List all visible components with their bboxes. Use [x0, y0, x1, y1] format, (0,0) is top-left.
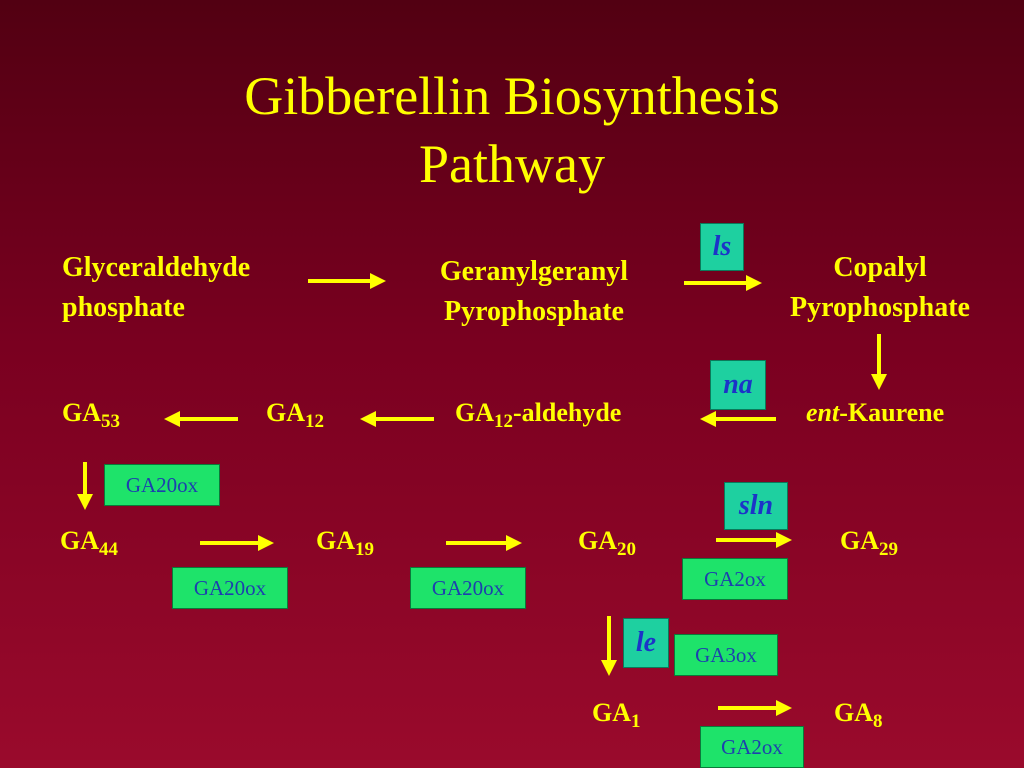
enzyme-ga2ox-ga1: GA2ox	[700, 726, 804, 768]
arrow-ggpp-to-cpp	[684, 275, 762, 291]
arrow-ga20-to-ga1	[601, 616, 617, 676]
ga-base: GA	[62, 398, 101, 427]
ga-subscript: 19	[355, 539, 374, 560]
arrow-ga1-to-ga8	[718, 700, 792, 716]
node-ga12: GA12	[266, 394, 324, 441]
node-line: Geranylgeranyl	[439, 256, 629, 287]
arrow-ga12-aldehyde-to-ga12	[360, 411, 434, 427]
arrow-ga53-to-ga44	[77, 462, 93, 510]
node-line: Pyrophosphate	[790, 292, 970, 323]
ent-prefix: ent	[806, 398, 840, 427]
arrow-ent-kaurene-to-ga12-aldehyde	[700, 411, 776, 427]
enzyme-ga2ox-ga20: GA2ox	[682, 558, 788, 600]
ga-subscript: 12	[305, 411, 324, 432]
mutant-le: le	[623, 618, 669, 668]
ga-subscript: 44	[99, 539, 118, 560]
enzyme-ga20ox-ga53: GA20ox	[104, 464, 220, 506]
slide-title: Gibberellin Biosynthesis Pathway	[0, 62, 1024, 198]
arrow-ga20-to-ga29	[716, 532, 792, 548]
title-line-2: Pathway	[419, 134, 605, 194]
ga-subscript: 20	[617, 539, 636, 560]
ga-subscript: 29	[879, 539, 898, 560]
node-ga19: GA19	[316, 522, 374, 569]
enzyme-ga20ox-ga19: GA20ox	[410, 567, 526, 609]
aldehyde-suffix: -aldehyde	[513, 398, 622, 427]
ga-subscript: 53	[101, 411, 120, 432]
node-geranylgeranyl-pyrophosphate: Geranylgeranyl Pyrophosphate	[410, 256, 658, 328]
node-glyceraldehyde-phosphate: Glyceraldehyde phosphate	[62, 252, 250, 324]
arrow-ga44-to-ga19	[200, 535, 274, 551]
ga-subscript: 1	[631, 711, 641, 732]
ga-base: GA	[592, 698, 631, 727]
node-ent-kaurene: ent-Kaurene	[806, 394, 944, 432]
mutant-sln: sln	[724, 482, 788, 530]
mutant-ls: ls	[700, 223, 744, 271]
node-ga20: GA20	[578, 522, 636, 569]
enzyme-ga20ox-ga44: GA20ox	[172, 567, 288, 609]
node-ga12-aldehyde: GA12-aldehyde	[455, 394, 621, 441]
ga-subscript: 8	[873, 711, 883, 732]
node-ga1: GA1	[592, 694, 641, 741]
ga-base: GA	[266, 398, 305, 427]
ga-base: GA	[316, 526, 355, 555]
node-ga8: GA8	[834, 694, 883, 741]
node-ga44: GA44	[60, 522, 118, 569]
ga-base: GA	[60, 526, 99, 555]
ga-base: GA	[834, 698, 873, 727]
arrow-ga19-to-ga20	[446, 535, 522, 551]
node-line: Pyrophosphate	[444, 296, 624, 327]
ga-subscript: 12	[494, 411, 513, 432]
node-line: Glyceraldehyde	[62, 252, 251, 283]
arrow-ga12-to-ga53	[164, 411, 238, 427]
enzyme-ga3ox: GA3ox	[674, 634, 778, 676]
title-line-1: Gibberellin Biosynthesis	[244, 66, 780, 126]
arrow-glyceraldehyde-to-ggpp	[308, 273, 386, 289]
ga-base: GA	[840, 526, 879, 555]
node-copalyl-pyrophosphate: Copalyl Pyrophosphate	[764, 252, 996, 324]
node-line: Copalyl	[833, 252, 927, 283]
node-ga29: GA29	[840, 522, 898, 569]
arrow-cpp-to-ent-kaurene	[871, 334, 887, 390]
node-line: phosphate	[62, 292, 185, 323]
ga-base: GA	[455, 398, 494, 427]
ga-base: GA	[578, 526, 617, 555]
node-ga53: GA53	[62, 394, 120, 441]
kaurene-suffix: -Kaurene	[839, 398, 945, 427]
mutant-na: na	[710, 360, 766, 410]
